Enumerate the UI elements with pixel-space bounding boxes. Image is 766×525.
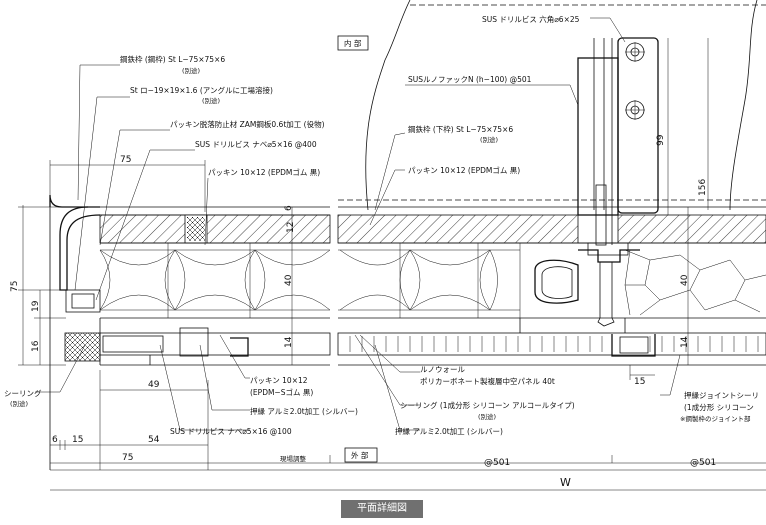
annotations: 鋼鉄枠 (鋼枠) St L−75×75×6 (別途) St ロ−19×19×1.… bbox=[4, 14, 759, 463]
dim-75-bottom: 75 bbox=[122, 453, 133, 463]
screw-bot-label: SUS ドリルビス ナベ⌀5×16 @100 bbox=[170, 427, 292, 436]
drawing-caption: 平面詳細図 bbox=[341, 500, 423, 518]
dim-54: 54 bbox=[148, 435, 160, 445]
dimension-values: 75 75 19 16 49 54 6 15 75 12 6 40 14 40 … bbox=[10, 134, 716, 489]
panel-line2-label: ポリカーボネート製複層中空パネル 40t bbox=[420, 376, 555, 386]
frame-top-label: 鋼鉄枠 (鋼枠) St L−75×75×6 bbox=[120, 54, 225, 64]
inside-zone-box bbox=[337, 35, 369, 51]
dim-14-right: 14 bbox=[680, 336, 690, 348]
dim-40-right: 40 bbox=[680, 274, 690, 286]
dim-15-right: 15 bbox=[634, 377, 645, 387]
sealing-left-label: シーリング bbox=[4, 388, 42, 398]
right-post bbox=[577, 37, 659, 246]
right-hatched-band bbox=[337, 206, 766, 244]
dim-12: 12 bbox=[286, 222, 296, 233]
panel-line1-label: ルノウォール bbox=[420, 365, 465, 374]
dim-75-top: 75 bbox=[120, 155, 131, 165]
centre-joint bbox=[519, 242, 640, 333]
st-square-label: St ロ−19×19×1.6 (アングルに工場溶接) bbox=[130, 85, 273, 95]
sealing-mid-label: シーリング (1成分形 シリコーン アルコールタイプ) bbox=[400, 400, 575, 410]
joint-line2-label: (1成分形 シリコーン bbox=[684, 402, 754, 412]
left-lower-bands bbox=[99, 327, 331, 366]
dim-16: 16 bbox=[31, 340, 41, 352]
packing-bot-sub-label: (EPDM−Sゴム 黒) bbox=[250, 387, 313, 397]
fastener-label: SUSルノファックN (h−100) @501 bbox=[408, 75, 532, 84]
outside-zone-label: 外 部 bbox=[351, 450, 369, 460]
packing-plate-label: パッキン脱落防止材 ZAM鋼板0.6t加工 (役物) bbox=[170, 119, 325, 129]
frame-lower-label: 鋼鉄枠 (下枠) St L−75×75×6 bbox=[408, 124, 513, 134]
dim-156: 156 bbox=[698, 179, 708, 196]
right-lower-bands bbox=[337, 332, 766, 366]
sus-hex-label: SUS ドリルビス 六角⌀6×25 bbox=[482, 14, 580, 24]
site-work-label: 現場調整 bbox=[280, 454, 307, 463]
leader-lines bbox=[35, 17, 681, 431]
upper-wall bbox=[338, 0, 766, 211]
dim-6-vertical: 6 bbox=[284, 205, 294, 211]
dim-19: 19 bbox=[31, 300, 41, 312]
screw-top-label: SUS ドリルビス ナベ⌀5×16 @400 bbox=[195, 140, 317, 149]
st-square-sub-label: (別途) bbox=[202, 96, 220, 105]
frame-lower-sub-label: (別途) bbox=[480, 135, 498, 144]
frame-top-sub-label: (別途) bbox=[182, 66, 200, 75]
dim-width: W bbox=[560, 476, 571, 489]
dim-99: 99 bbox=[656, 134, 666, 146]
outside-zone-box bbox=[344, 447, 378, 463]
press-top-label: 押縁 アルミ2.0t加工 (シルバー) bbox=[250, 406, 358, 416]
pitch-501-right: @501 bbox=[690, 458, 716, 468]
packing-mid-label: パッキン 10×12 (EPDMゴム 黒) bbox=[408, 165, 520, 175]
dim-49: 49 bbox=[148, 380, 160, 390]
dim-14: 14 bbox=[284, 336, 294, 348]
dim-15: 15 bbox=[72, 435, 83, 445]
right-panel-cells bbox=[338, 242, 766, 319]
packing-top-label: パッキン 10×12 (EPDMゴム 黒) bbox=[208, 167, 320, 177]
joint-line1-label: 押縁ジョイントシーリ bbox=[684, 390, 759, 400]
dim-6: 6 bbox=[52, 435, 58, 445]
inside-zone-label: 内 部 bbox=[344, 38, 362, 48]
pitch-501-left: @501 bbox=[484, 458, 510, 468]
left-hatched-band bbox=[99, 214, 331, 244]
dimension-lines bbox=[18, 38, 766, 491]
left-panel-cells bbox=[99, 242, 331, 319]
dim-40: 40 bbox=[284, 274, 294, 286]
sealing-left-sub-label: (別途) bbox=[10, 399, 28, 408]
sealing-mid-sub-label: (別途) bbox=[478, 412, 496, 421]
joint-line3-label: ※鋼製枠のジョイント部 bbox=[680, 414, 751, 423]
press-bot-label: 押縁 アルミ2.0t加工 (シルバー) bbox=[395, 426, 503, 436]
packing-bot-label: パッキン 10×12 bbox=[250, 376, 308, 385]
dim-75-left: 75 bbox=[10, 281, 20, 292]
